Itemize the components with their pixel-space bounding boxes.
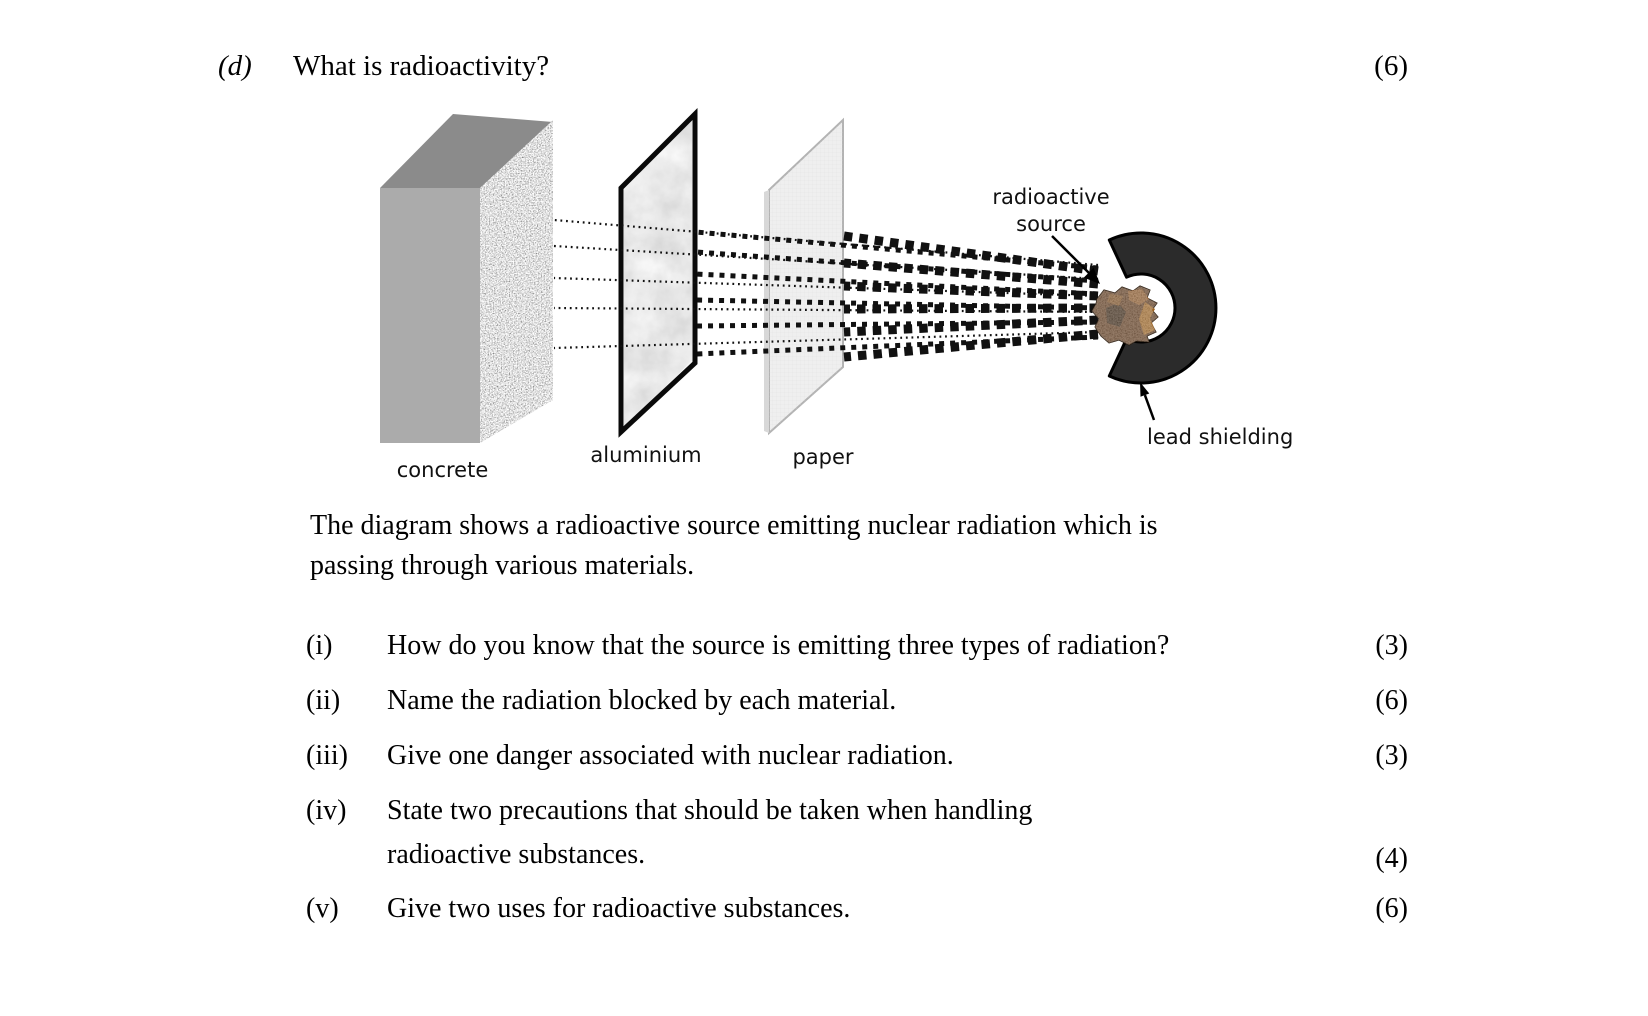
item-iv-mark: (4): [1375, 843, 1408, 874]
concrete-front-face: [380, 188, 480, 443]
alpha-ray: [843, 231, 1099, 276]
item-i-num: (i): [306, 630, 333, 661]
gamma-ray: [553, 306, 1099, 314]
alpha-ray: [843, 258, 1099, 289]
aluminium-sheet: [618, 107, 698, 438]
concrete-label: concrete: [396, 458, 489, 482]
item-ii-num: (ii): [306, 685, 341, 716]
item-iv-text-1: State two precautions that should be tak…: [387, 795, 1033, 826]
item-i-mark: (3): [1375, 630, 1408, 661]
aluminium-border: [618, 107, 698, 438]
source-arrow: [1051, 235, 1100, 284]
item-v-text: Give two uses for radioactive substances…: [387, 893, 851, 924]
item-v-mark: (6): [1375, 893, 1408, 924]
lead-shielding-label: lead shielding: [1147, 425, 1294, 449]
alpha-ray: [843, 303, 1099, 314]
radioactive-source-label-line1: radioactive: [992, 185, 1110, 209]
item-iii-num: (iii): [306, 740, 348, 771]
concrete-top-face: [380, 114, 553, 188]
radioactive-source-label-line2: source: [1016, 212, 1086, 236]
gamma-ray: [553, 276, 1099, 298]
shield-arrow: [1140, 382, 1156, 421]
concrete-block: [380, 114, 553, 443]
item-iii-mark: (3): [1375, 740, 1408, 771]
item-iii-text: Give one danger associated with nuclear …: [387, 740, 954, 771]
radioactive-source-label: radioactive source: [966, 184, 1136, 238]
item-ii-mark: (6): [1375, 685, 1408, 716]
beta-ray: [695, 297, 1099, 311]
intro-line-1: The diagram shows a radioactive source e…: [310, 510, 1158, 541]
annotation-arrows: [1051, 235, 1156, 421]
aluminium-label: aluminium: [590, 443, 702, 467]
alpha-ray: [843, 315, 1099, 337]
item-iv-num: (iv): [306, 795, 347, 826]
question-title: What is radioactivity?: [293, 50, 550, 82]
paper-edge: [764, 190, 769, 433]
item-iv-text-2: radioactive substances.: [387, 839, 646, 870]
radiation-rays: [553, 218, 1099, 362]
alpha-ray: [843, 329, 1099, 362]
gamma-ray: [553, 330, 1099, 350]
alpha-ray: [843, 281, 1099, 301]
item-ii-text: Name the radiation blocked by each mater…: [387, 685, 897, 716]
paper-label: paper: [792, 445, 854, 469]
question-mark: (6): [1374, 50, 1408, 82]
question-label: (d): [218, 50, 252, 82]
item-v-num: (v): [306, 893, 339, 924]
paper-sheet: [764, 117, 844, 436]
item-i-text: How do you know that the source is emitt…: [387, 630, 1170, 661]
radioactive-source-rock: [1091, 285, 1159, 346]
intro-line-2: passing through various materials.: [310, 550, 695, 581]
beta-ray: [695, 319, 1099, 329]
